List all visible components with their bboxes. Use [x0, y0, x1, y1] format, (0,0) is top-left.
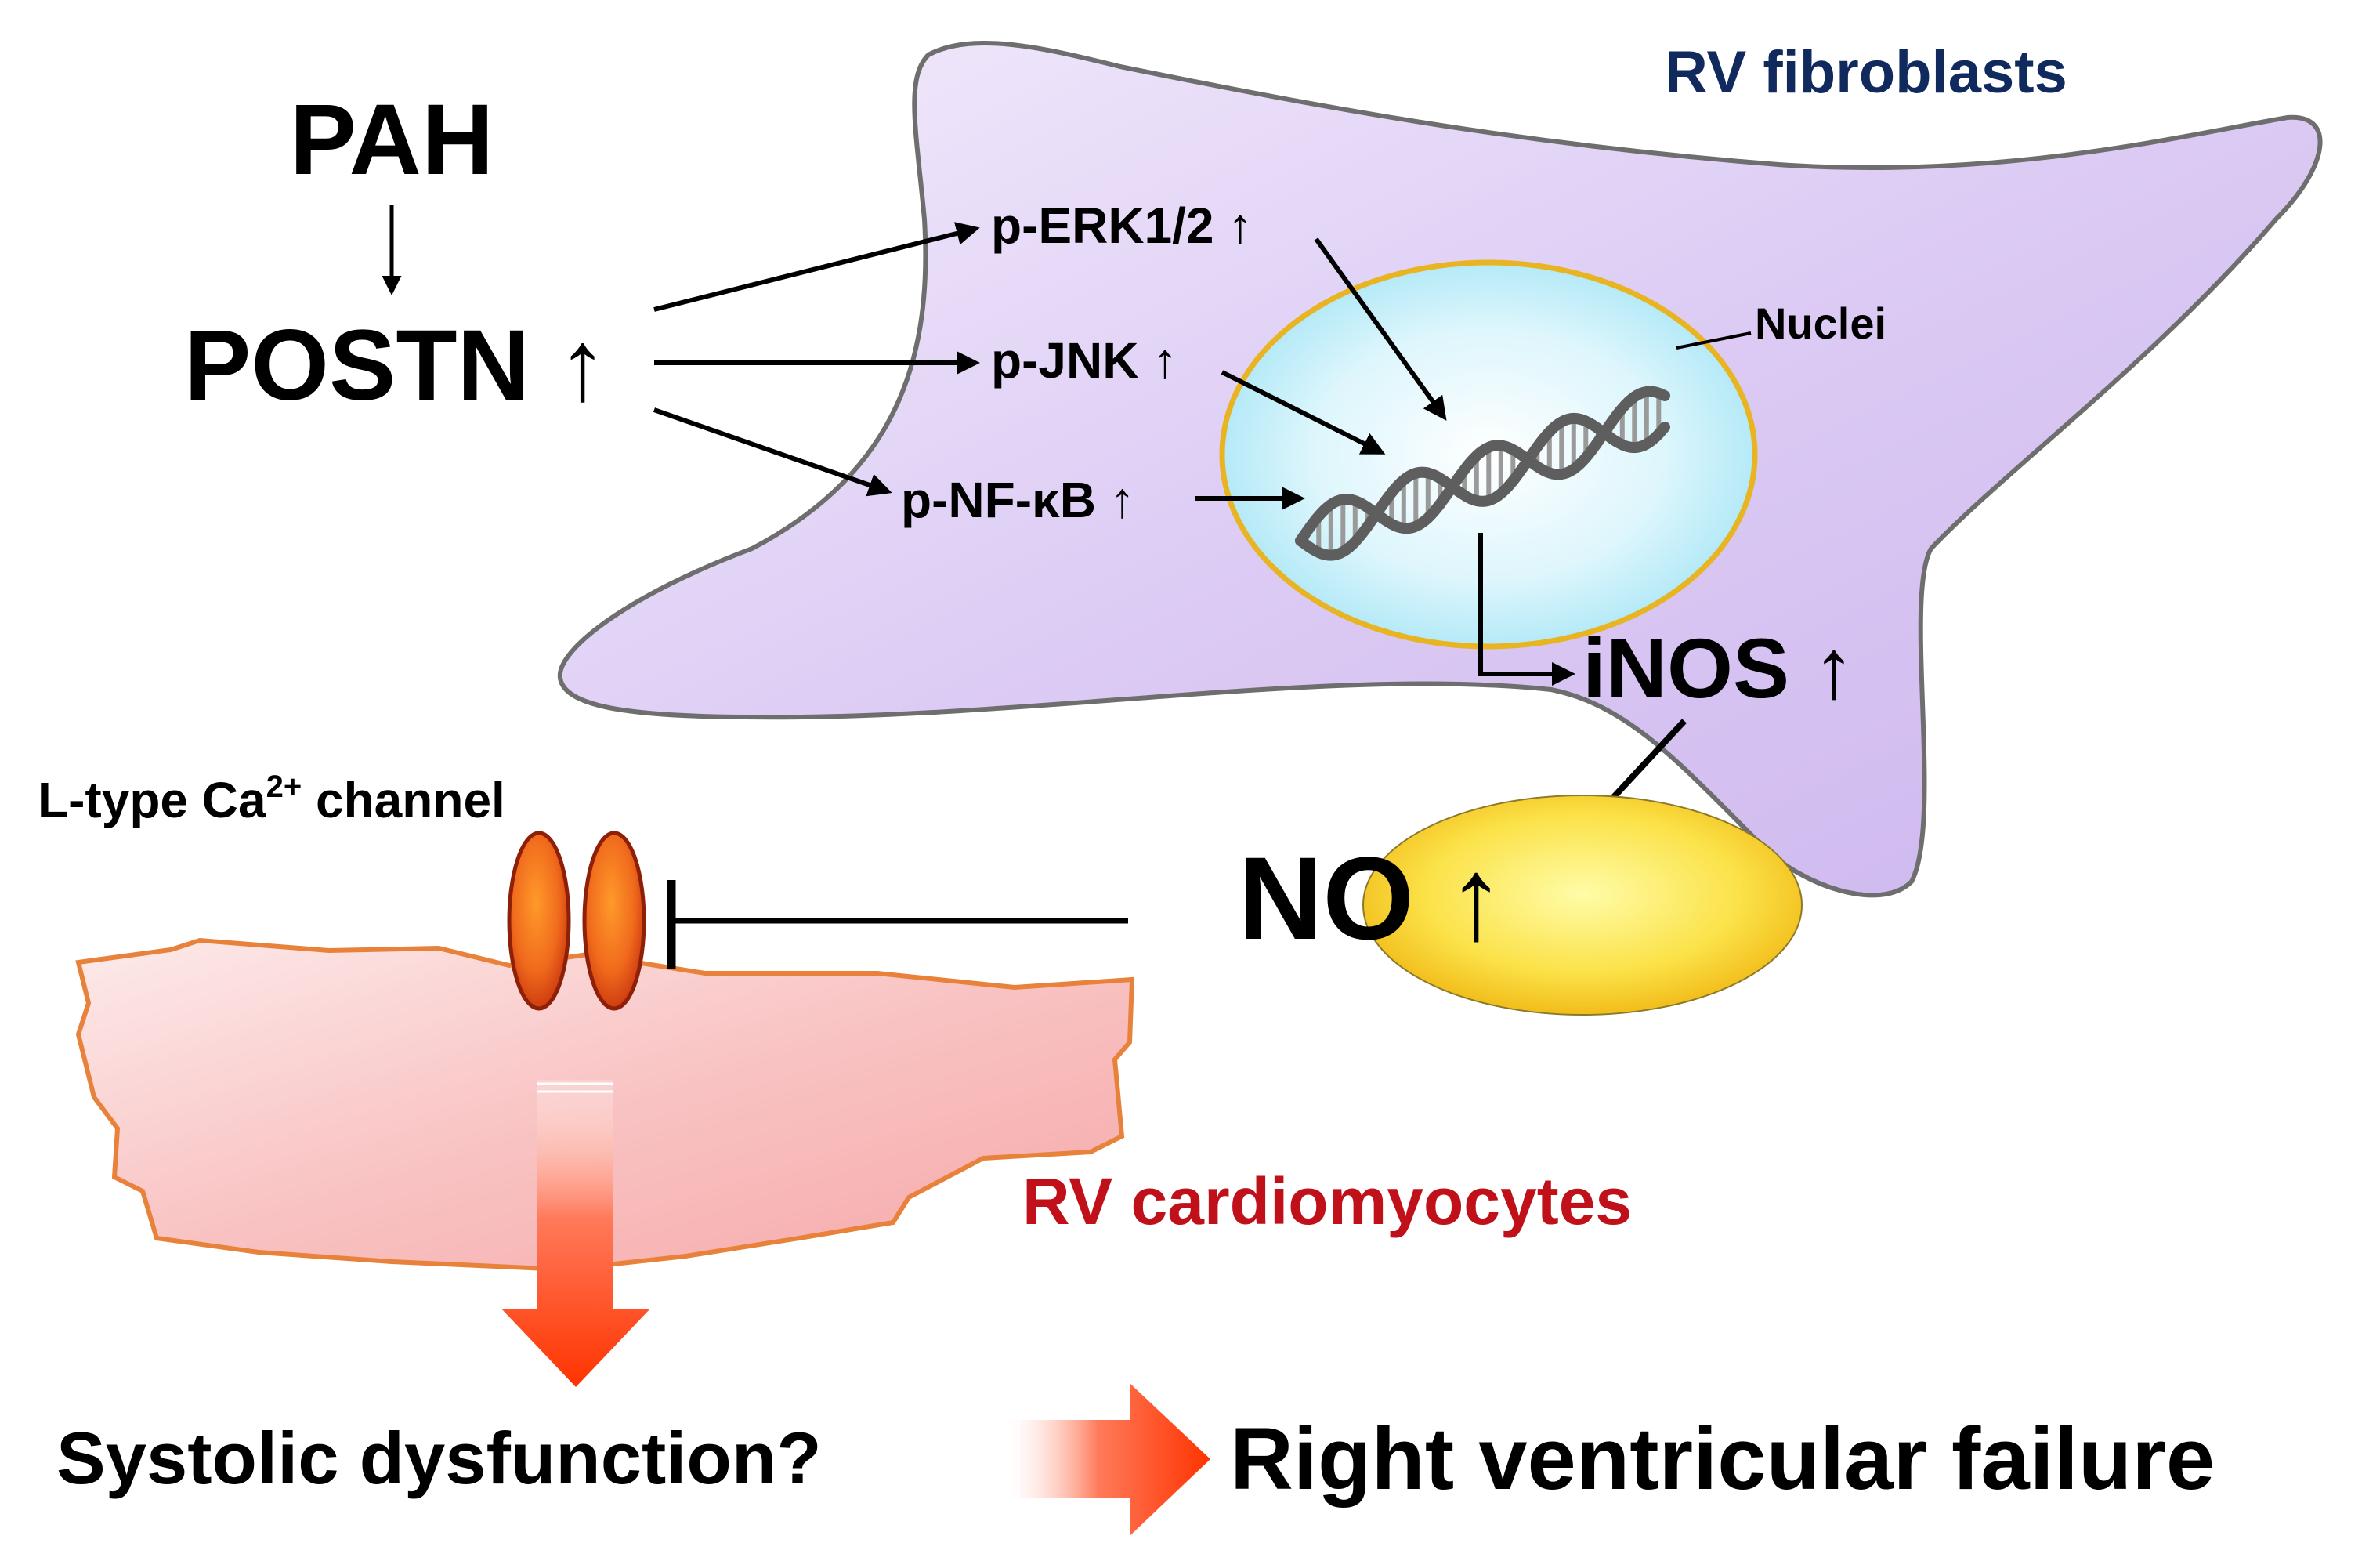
rv-fibroblasts-label: RV fibroblasts [1665, 39, 2067, 106]
channel-label: L-type Ca2+ channel [38, 770, 505, 828]
inos-label: iNOS ↑ [1582, 621, 1855, 715]
perk-label: p-ERK1/2 ↑ [991, 197, 1253, 254]
calcium-channel-right [582, 831, 646, 1011]
rv-failure-label: Right ventricular failure [1230, 1410, 2215, 1508]
pnfkb-label: p-NF-κB ↑ [901, 472, 1135, 528]
systolic-dysfunction-label: Systolic dysfunction? [56, 1417, 822, 1499]
channel-label-suffix: channel [302, 772, 505, 828]
pjnk-label: p-JNK ↑ [991, 332, 1177, 389]
right-arrow [1007, 1383, 1210, 1536]
nuclei-label: Nuclei [1755, 299, 1886, 348]
rv-cardiomyocytes-label: RV cardiomyocytes [1022, 1164, 1632, 1238]
pah-label: PAH [290, 84, 494, 196]
arrow-postn-to-pnfkb [653, 407, 892, 497]
channel-label-prefix: L-type Ca [38, 772, 266, 828]
channel-label-superscript: 2+ [266, 770, 302, 804]
nuclei-leader-line [1676, 331, 1752, 350]
calcium-channel-left [507, 831, 571, 1011]
down-arrow [501, 1080, 650, 1387]
no-ellipse [1362, 795, 1803, 1016]
dna-icon [1295, 386, 1670, 561]
postn-label: POSTN ↑ [184, 310, 608, 422]
arrow-postn-to-perk [653, 222, 980, 312]
no-label: NO ↑ [1238, 832, 1506, 964]
arrow-dna-to-inos [1478, 533, 1575, 686]
arrow-pjnk-to-dna [1221, 370, 1386, 455]
arrow-perk-to-dna [1314, 237, 1447, 421]
